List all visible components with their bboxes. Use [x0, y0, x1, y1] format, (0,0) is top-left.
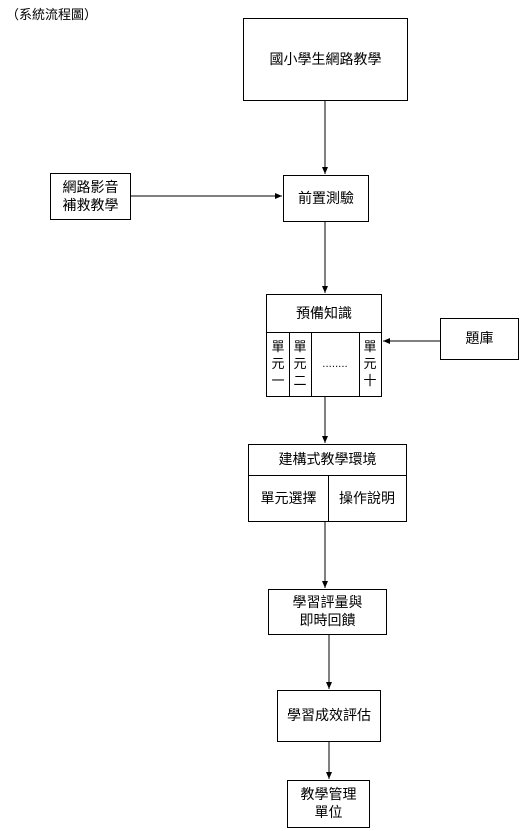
prep-unit-2-label: 單 元 二: [293, 340, 307, 389]
node-teaching-admin-label: 教學管理 單位: [300, 787, 357, 821]
diagram-caption: （系統流程圖）: [6, 8, 98, 23]
prep-knowledge-title-row: 預備知識: [267, 295, 381, 333]
prep-unit-2: 單 元 二: [289, 333, 311, 396]
prep-unit-1-label: 單 元 一: [271, 340, 285, 389]
prep-unit-ellipsis-label: ........: [322, 358, 348, 370]
node-question-bank-label: 題庫: [465, 331, 494, 347]
prep-unit-1: 單 元 一: [267, 333, 289, 396]
constructive-title-row: 建構式教學環境: [249, 445, 406, 476]
node-learning-evaluation-label: 學習成效評估: [287, 708, 371, 724]
prep-unit-10-label: 單 元 十: [363, 340, 377, 389]
prep-knowledge-title: 預備知識: [296, 305, 352, 322]
constructive-title: 建構式教學環境: [278, 452, 377, 468]
node-constructive-environment: 建構式教學環境 單元選擇 操作說明: [248, 444, 407, 522]
operation-guide-label: 操作說明: [339, 490, 395, 507]
prep-unit-ellipsis: ........: [311, 333, 359, 396]
node-online-teaching: 國小學生網路教學: [243, 18, 408, 101]
unit-selection: 單元選擇: [249, 476, 328, 521]
node-learning-evaluation: 學習成效評估: [277, 690, 381, 742]
prep-unit-10: 單 元 十: [359, 333, 381, 396]
prep-divider-1: [289, 333, 290, 396]
node-pretest-label: 前置測驗: [298, 190, 354, 207]
node-prep-knowledge: 預備知識 單 元 一 單 元 二 ........ 單 元 十: [266, 294, 382, 397]
constructive-divider: [328, 476, 329, 521]
node-pretest: 前置測驗: [283, 175, 369, 222]
node-teaching-admin: 教學管理 單位: [287, 780, 370, 828]
node-remedial-teaching: 網路影音 補救教學: [50, 173, 131, 220]
node-learning-assessment-label: 學習評量與 即時回饋: [292, 595, 363, 629]
node-online-teaching-label: 國小學生網路教學: [269, 51, 382, 68]
operation-guide: 操作說明: [328, 476, 406, 521]
node-remedial-teaching-label: 網路影音 補救教學: [62, 179, 119, 214]
prep-divider-2: [311, 333, 312, 396]
node-learning-assessment: 學習評量與 即時回饋: [268, 589, 387, 635]
node-question-bank: 題庫: [440, 318, 519, 360]
unit-selection-label: 單元選擇: [260, 490, 317, 507]
prep-divider-3: [359, 333, 360, 396]
